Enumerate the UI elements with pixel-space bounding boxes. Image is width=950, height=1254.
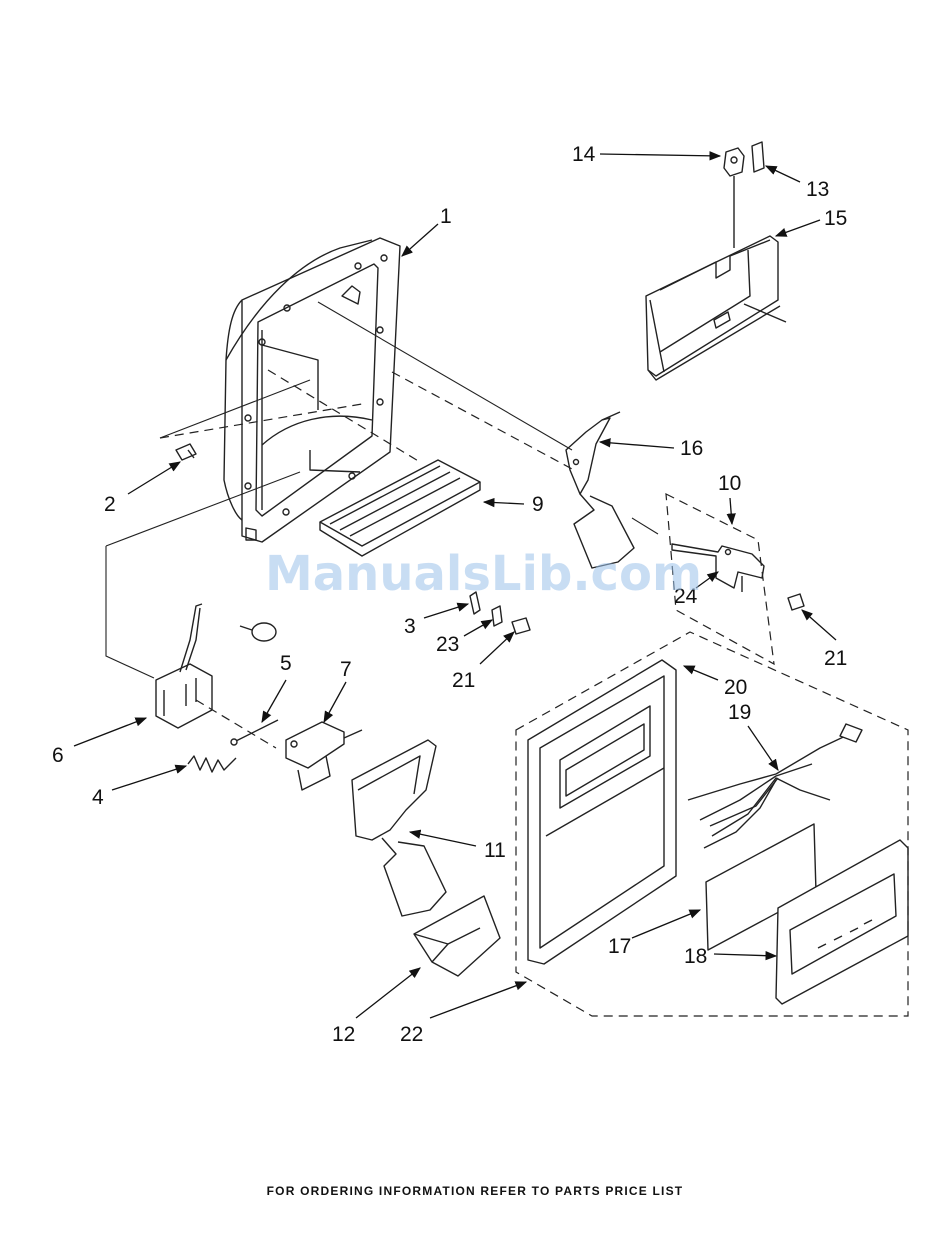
leader-22 — [430, 982, 526, 1018]
clip-part-23 — [492, 606, 502, 626]
callout-10: 10 — [718, 472, 741, 495]
leader-21b — [802, 610, 836, 640]
wire-harness-part-19 — [688, 724, 862, 848]
switch-part-14 — [724, 148, 744, 248]
housing-part-15 — [646, 236, 786, 380]
door-frame-part-20 — [528, 660, 676, 964]
guide-line-right — [392, 372, 574, 470]
lever-part-16 — [566, 412, 634, 568]
leader-3 — [424, 604, 468, 618]
callout-4: 4 — [92, 786, 104, 809]
screw-part-21b — [788, 594, 804, 610]
leader-9 — [484, 502, 524, 504]
leader-1 — [402, 224, 438, 256]
callout-16: 16 — [680, 437, 703, 460]
guide-line-solid-5 — [632, 518, 658, 534]
insulator-part-13 — [752, 142, 764, 172]
spring-part-4 — [188, 756, 236, 772]
callout-23: 23 — [436, 633, 459, 656]
callout-14: 14 — [572, 143, 596, 166]
footer-note: FOR ORDERING INFORMATION REFER TO PARTS … — [0, 1184, 950, 1198]
guide-line-solid-1 — [106, 546, 154, 678]
solenoid-part-6 — [156, 604, 212, 728]
callout-12: 12 — [332, 1023, 355, 1046]
callout-20: 20 — [724, 676, 747, 699]
ice-lever-part-11 — [352, 740, 446, 916]
knob-part — [240, 623, 276, 641]
screw-part-2 — [176, 444, 196, 460]
leader-6 — [74, 718, 146, 746]
callout-2: 2 — [104, 493, 116, 516]
leader-23 — [464, 620, 492, 636]
callout-6: 6 — [52, 744, 64, 767]
leader-10 — [730, 498, 732, 524]
callout-1: 1 — [440, 205, 452, 228]
pin-part-5 — [231, 720, 278, 745]
leader-5 — [262, 680, 286, 722]
leader-2 — [128, 462, 180, 494]
screw-part-21a — [512, 618, 530, 634]
callout-13: 13 — [806, 178, 829, 201]
callout-21a: 21 — [452, 669, 475, 692]
leader-18 — [714, 954, 776, 956]
callout-17: 17 — [608, 935, 631, 958]
callout-22: 22 — [400, 1023, 423, 1046]
leader-17 — [632, 910, 700, 938]
leader-13 — [766, 166, 800, 182]
leader-11 — [410, 832, 476, 846]
watermark: ManualsLib.com — [265, 546, 702, 602]
chute-part-12 — [414, 896, 500, 976]
callout-7: 7 — [340, 658, 352, 681]
bracket-part-7 — [286, 722, 362, 790]
callout-19: 19 — [728, 701, 751, 724]
leader-14 — [600, 154, 720, 156]
leader-16 — [600, 442, 674, 448]
leader-15 — [776, 220, 820, 236]
leader-4 — [112, 766, 186, 790]
callout-5: 5 — [280, 652, 292, 675]
callout-21b: 21 — [824, 647, 847, 670]
leader-12 — [356, 968, 420, 1018]
leader-20 — [684, 666, 718, 680]
leader-21a — [480, 632, 514, 664]
callout-9: 9 — [532, 493, 544, 516]
callout-15: 15 — [824, 207, 847, 230]
callout-3: 3 — [404, 615, 416, 638]
callout-18: 18 — [684, 945, 707, 968]
leader-19 — [748, 726, 778, 770]
callout-11: 11 — [484, 839, 506, 862]
leader-7 — [324, 682, 346, 722]
